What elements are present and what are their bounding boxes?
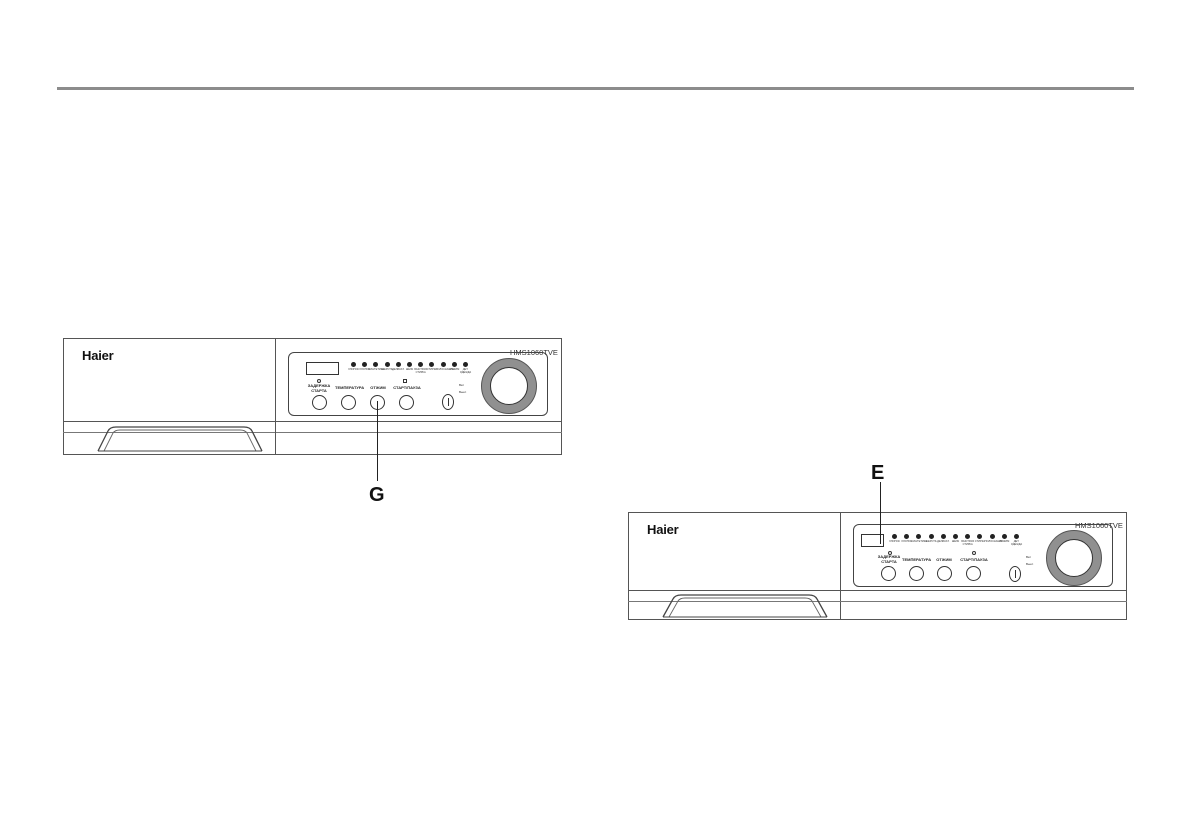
child-lock-button[interactable] <box>1009 566 1021 582</box>
start-pause-button[interactable] <box>399 395 414 410</box>
callout-e: E <box>871 462 885 484</box>
program-led-label: ХЛОПОК <box>901 540 913 543</box>
program-led-label: БЫСТРАЯ СТИРКА <box>961 540 974 546</box>
program-led-label: ДЕТ. ОДЕЖДА <box>459 368 472 374</box>
program-led-label: ПОЛОСКАНИЕ <box>435 368 454 371</box>
program-led <box>384 362 390 367</box>
start-pause-button[interactable] <box>966 566 981 581</box>
start-pause-indicator <box>403 379 407 383</box>
program-led-label: ШЕРСТЬ <box>381 368 393 371</box>
program-led-label: БЫСТРАЯ СТИРКА <box>414 368 427 374</box>
program-led-label: ОТЖИМ <box>449 368 460 371</box>
program-dial[interactable] <box>490 367 528 405</box>
callout-line-e <box>880 482 881 544</box>
program-led <box>1014 534 1019 539</box>
delay-button[interactable] <box>881 566 896 581</box>
delay-button[interactable] <box>312 395 327 410</box>
callout-line-g <box>377 401 378 481</box>
delay-button-label: ЗАДЕРЖКА СТАРТА <box>877 554 901 564</box>
panel-bottom-strip <box>63 421 562 455</box>
program-led-label: ДЕЛИКАТ. <box>937 540 950 543</box>
program-led <box>451 362 457 367</box>
program-led <box>395 362 401 367</box>
start-pause-button-label: СТАРТ/ПАУЗА <box>393 385 421 390</box>
program-led <box>440 362 446 367</box>
program-led <box>351 362 356 367</box>
program-led-label: ДЕТ. ОДЕЖДА <box>1010 540 1023 546</box>
brand-logo: Haier <box>82 348 114 363</box>
panel-divider <box>840 513 841 619</box>
program-led <box>977 534 983 539</box>
temperature-button[interactable] <box>341 395 356 410</box>
strip-divider <box>275 421 276 454</box>
program-led-label: ХЛОПОК <box>348 368 359 371</box>
spin-button-label: ОТЖИМ <box>936 557 952 562</box>
option-on-label: Вкл <box>1026 555 1032 559</box>
option-off-label: Выкл <box>1026 562 1034 566</box>
model-name: HMS1060TVE <box>1075 521 1123 530</box>
program-dial[interactable] <box>1055 539 1093 577</box>
program-led <box>373 362 379 367</box>
detergent-drawer-handle <box>662 594 828 618</box>
spin-button[interactable] <box>937 566 952 581</box>
program-led <box>916 534 922 539</box>
program-led <box>418 362 424 367</box>
program-led <box>429 362 435 367</box>
delay-button-label: ЗАДЕРЖКА СТАРТА <box>307 383 331 393</box>
program-led <box>965 534 971 539</box>
detergent-drawer-handle <box>97 426 263 452</box>
program-led <box>953 534 958 539</box>
temperature-button[interactable] <box>909 566 924 581</box>
temperature-button-label: ТЕМПЕРАТУРА <box>902 557 932 562</box>
program-led-label: СИНТЕТИКА <box>368 368 385 371</box>
program-led-label: ХЛОПОК <box>889 540 900 543</box>
program-led-label: СИНТЕТИКА <box>911 540 928 543</box>
option-on-label: Вкл <box>459 383 465 387</box>
panel-divider <box>275 339 276 454</box>
program-led <box>1001 534 1007 539</box>
program-led <box>463 362 468 367</box>
lcd-display <box>306 362 339 375</box>
program-led-label: ШЁЛК <box>405 368 414 371</box>
program-led <box>892 534 897 539</box>
program-led <box>407 362 412 367</box>
program-led-label: ШЁЛК <box>951 540 960 543</box>
start-pause-indicator <box>972 551 976 555</box>
option-off-label: Выкл <box>459 390 467 394</box>
temperature-button-label: ТЕМПЕРАТУРА <box>335 385 365 390</box>
delay-indicator <box>888 551 892 555</box>
panel-bottom-strip <box>628 590 1127 620</box>
program-led-label: СТИРКА <box>426 368 437 371</box>
program-led-label: ХЛОПОК <box>359 368 371 371</box>
start-pause-button-label: СТАРТ/ПАУЗА <box>960 557 988 562</box>
program-led-label: ПОЛОСКАНИЕ <box>984 540 1003 543</box>
program-led <box>940 534 946 539</box>
program-led-label: ШЕРСТЬ <box>925 540 937 543</box>
program-led <box>362 362 368 367</box>
program-led-label: СТИРКА <box>974 540 985 543</box>
program-led <box>989 534 995 539</box>
program-led-label: ОТЖИМ <box>999 540 1010 543</box>
program-led-label: ДЕЛИКАТ. <box>392 368 405 371</box>
child-lock-button[interactable] <box>442 394 454 410</box>
lcd-display <box>861 534 884 547</box>
callout-g: G <box>369 484 385 506</box>
program-led <box>904 534 910 539</box>
top-rule <box>57 87 1134 90</box>
program-led <box>928 534 934 539</box>
delay-indicator <box>317 379 321 383</box>
brand-logo: Haier <box>647 522 679 537</box>
spin-button-label: ОТЖИМ <box>370 385 386 390</box>
